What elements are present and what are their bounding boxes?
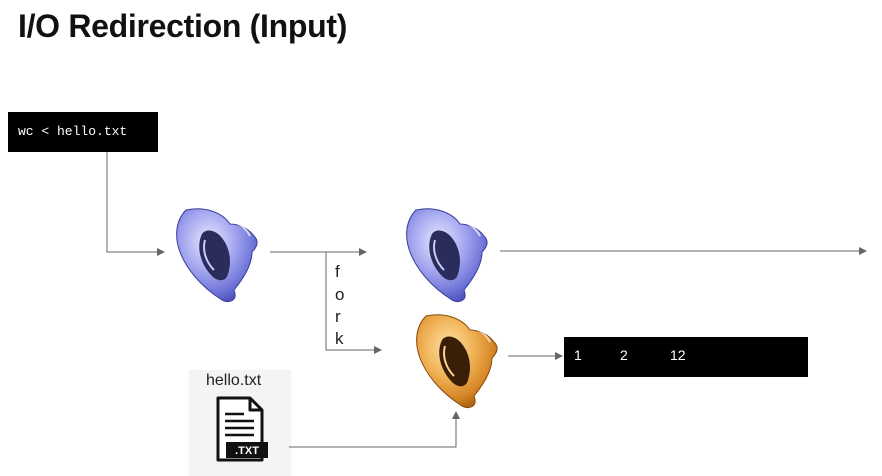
output-word-count: 2 — [620, 347, 628, 363]
fork-letter-f: f — [335, 262, 340, 281]
output-byte-count: 12 — [670, 347, 686, 363]
command-to-shell-arrow — [106, 152, 165, 256]
fork-letter-o: o — [335, 285, 345, 304]
fork-arrow-bottom — [325, 252, 382, 354]
file-extension-label: .TXT — [235, 445, 259, 457]
page-title: I/O Redirection (Input) — [18, 8, 348, 44]
output-line-count: 1 — [574, 347, 582, 363]
file-to-shell-arrow — [289, 411, 460, 448]
fork-letter-k: k — [335, 329, 344, 348]
blue-shell-icon — [406, 208, 488, 303]
text-file-icon: .TXT — [216, 396, 268, 462]
orange-shell-icon — [416, 314, 498, 409]
output-terminal: 1 2 12 — [564, 337, 808, 377]
file-name-label: hello.txt — [206, 372, 262, 389]
command-terminal: wc < hello.txt — [8, 112, 158, 152]
blue-shell-icon — [176, 208, 258, 303]
command-text: wc < hello.txt — [18, 124, 128, 139]
fork-letter-r: r — [335, 307, 341, 326]
